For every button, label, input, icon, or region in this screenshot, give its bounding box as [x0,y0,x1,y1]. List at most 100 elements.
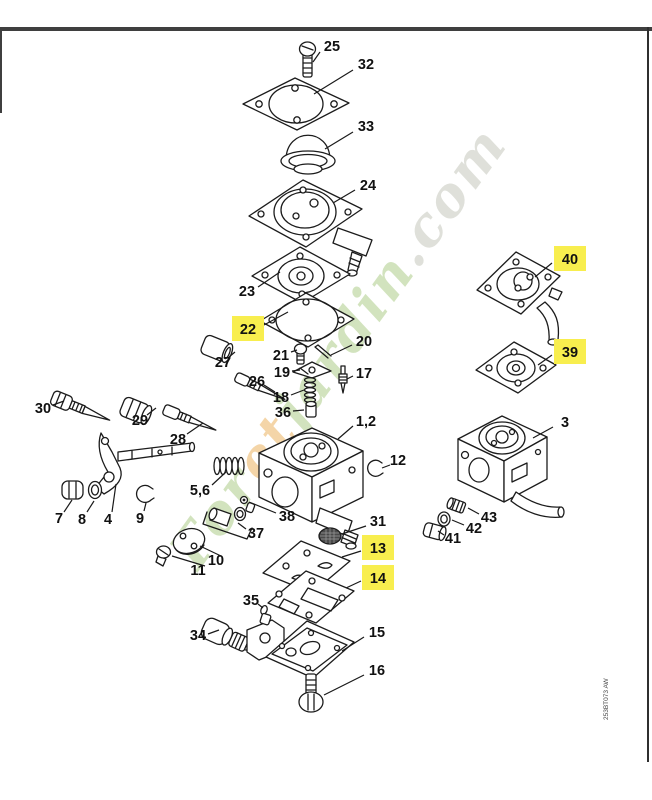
part-38-o-ring [239,495,249,505]
leader-line-14 [345,580,362,589]
part-label-35: 35 [243,593,259,609]
drawing-code: 253BT073 AW [603,677,610,720]
part-number-text: 11 [190,563,205,579]
part-number-text: 34 [190,628,206,644]
part-number-text: 25 [324,39,340,55]
leader-line-13 [341,550,362,558]
leader-line-27 [228,351,236,358]
leader-line-9 [143,502,147,512]
part-8-washer [87,480,103,500]
part-number-text: 1,2 [356,414,376,430]
part-36-plug [305,400,317,418]
highlight-box [554,339,586,364]
leader-line-5-6 [211,471,227,486]
highlight-box [232,316,264,341]
part-number-text: 20 [356,334,372,350]
part-label-32: 32 [358,57,374,73]
left-frame-edge [0,27,2,113]
part-label-40: 40 [554,246,586,271]
part-label-13: 13 [362,535,394,560]
leader-line-38 [248,501,277,514]
part-label-14: 14 [362,565,394,590]
part-number-text: 9 [136,511,144,527]
part-label-36: 36 [275,405,291,421]
part-16-screw [298,673,324,713]
part-label-30: 30 [35,401,51,417]
part-label-33: 33 [358,119,374,135]
leader-line-24 [332,189,356,204]
part-label-3: 3 [561,415,569,431]
part-31-filter-screen [318,527,342,545]
part-number-text: 24 [360,178,376,194]
part-21-screw [293,343,308,365]
leader-line-33 [324,131,354,150]
part-label-26: 26 [249,374,265,390]
part-number-text: 22 [240,322,256,338]
part-number-text: 5,6 [190,483,210,499]
part-25-screw [298,41,317,78]
highlight-box [362,565,394,590]
part-37-kit [202,502,256,540]
part-15-end-cover [246,612,355,679]
part-number-text: 13 [370,541,386,557]
leader-line-37 [237,522,247,530]
leader-line-12 [381,464,391,469]
part-number-text: 8 [78,512,86,528]
leader-line-1-2 [337,425,354,440]
part-14-metering-gasket [267,570,355,624]
part-32-cover-plate [242,77,350,131]
part-4-throttle-shaft [95,432,196,495]
leader-line-39 [537,354,553,366]
leader-line-18 [290,389,305,396]
leader-line-23 [257,271,281,288]
part-label-16: 16 [369,663,385,679]
part-number-text: 23 [239,284,255,300]
part-number-text: 18 [273,390,289,406]
leader-line-10 [199,545,222,557]
part-7-nut [61,480,84,500]
part-number-text: 43 [481,510,497,526]
leader-lines [52,51,554,696]
part-label-5-6: 5,6 [190,483,210,499]
part-label-22: 22 [232,316,264,341]
leader-line-34 [207,629,220,635]
leader-line-7 [63,499,73,513]
part-30-adjusting-screw [49,390,111,421]
part-number-text: 36 [275,405,291,421]
right-frame-edge [647,27,649,762]
part-number-text: 3 [561,415,569,431]
part-number-text: 27 [215,355,231,371]
part-number-text: 4 [104,512,112,528]
part-12-retaining-clip [367,459,384,477]
part-label-38: 38 [279,509,295,525]
part-number-text: 32 [358,57,374,73]
part-3-carburetor-body [457,415,565,518]
part-24-pump-body [248,179,373,277]
part-22-gasket [259,292,355,348]
part-number-text: 35 [243,593,259,609]
leader-line-8 [86,500,95,513]
leader-line-15 [341,636,365,652]
part-9-clip [135,484,155,504]
part-number-text: 39 [562,345,578,361]
part-17-inlet-valve [338,365,348,394]
part-number-text: 26 [249,374,265,390]
part-label-20: 20 [356,334,372,350]
part-11-screw [155,545,172,567]
part-label-19: 19 [274,365,290,381]
part-label-43: 43 [481,510,497,526]
part-number-text: 12 [390,453,406,469]
part-number-text: 7 [55,511,63,527]
part-label-23: 23 [239,284,255,300]
part-label-7: 7 [55,511,63,527]
part-label-25: 25 [324,39,340,55]
part-label-34: 34 [190,628,206,644]
part-label-27: 27 [215,355,231,371]
part-label-10: 10 [208,553,224,569]
leader-line-4 [111,483,117,513]
part-number-text: 14 [370,571,386,587]
leader-line-31 [341,525,367,535]
leader-line-35 [257,603,264,609]
